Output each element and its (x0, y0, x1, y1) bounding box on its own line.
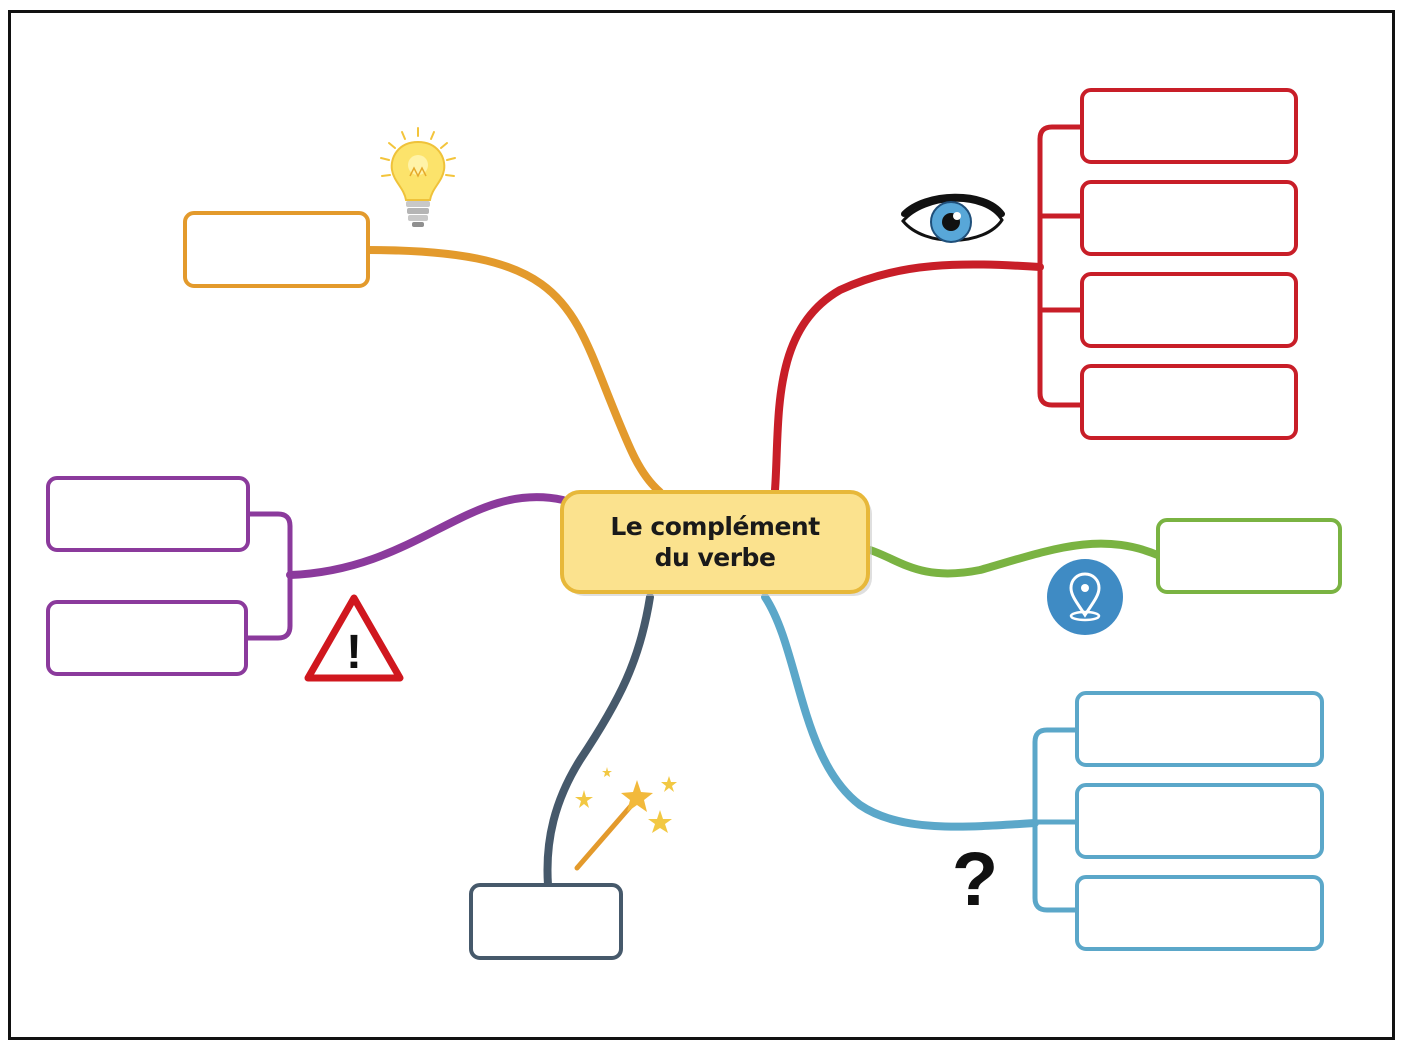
branch-purple (286, 493, 567, 579)
branch-orange (364, 246, 664, 496)
box-red-2[interactable] (1080, 180, 1298, 256)
lightbulb-icon (380, 127, 456, 227)
branch-slate (543, 593, 654, 889)
box-red-4[interactable] (1080, 364, 1298, 440)
box-blue-3[interactable] (1075, 875, 1324, 951)
bracket-purple (248, 511, 293, 641)
box-purple-1[interactable] (46, 476, 250, 552)
eye-icon (901, 193, 1005, 243)
box-red-1[interactable] (1080, 88, 1298, 164)
branch-blue (761, 593, 1039, 831)
box-orange[interactable] (183, 211, 370, 288)
box-slate[interactable] (469, 883, 623, 960)
branch-green (866, 539, 1164, 578)
box-red-3[interactable] (1080, 272, 1298, 348)
warning-triangle-icon: ! (304, 594, 404, 682)
bracket-blue (1032, 727, 1077, 913)
branch-red (771, 260, 1044, 494)
center-node (560, 490, 870, 594)
bracket-red (1037, 124, 1082, 408)
question-mark-icon: ? (951, 837, 999, 922)
box-green[interactable] (1156, 518, 1342, 594)
box-blue-2[interactable] (1075, 783, 1324, 859)
box-purple-2[interactable] (46, 600, 248, 676)
magic-wand-icon (574, 767, 677, 871)
location-pin-icon (1047, 559, 1123, 635)
warning-mark: ! (346, 626, 362, 679)
box-blue-1[interactable] (1075, 691, 1324, 767)
